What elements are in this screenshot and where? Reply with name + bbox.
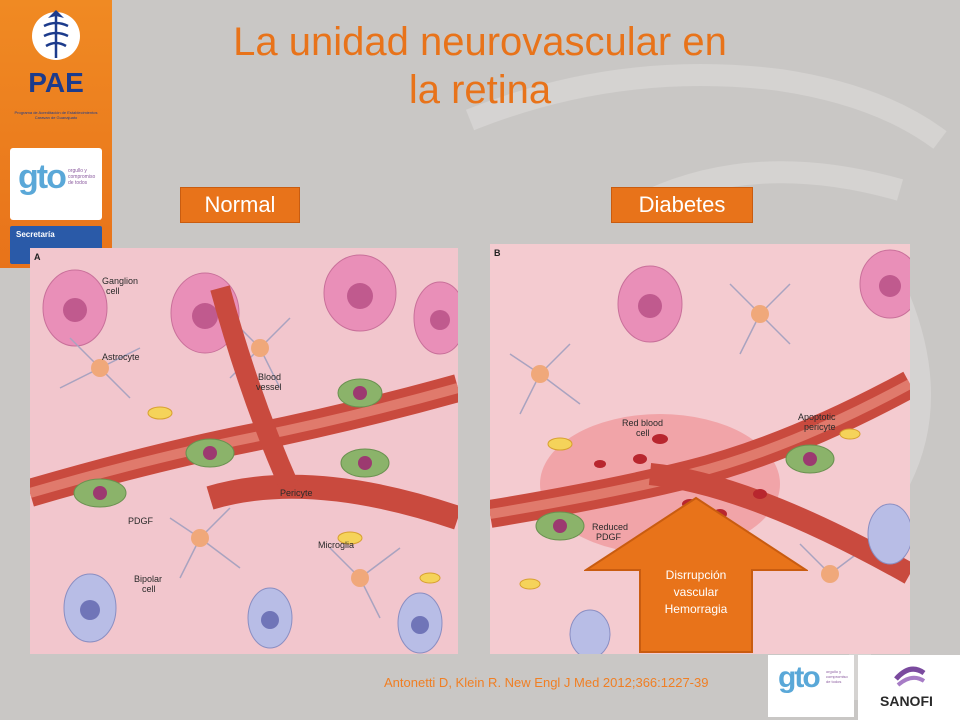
arrow-line-1: Disrrupción <box>665 568 727 582</box>
label-red-blood-cell: cell <box>636 428 650 438</box>
arrow-line-2: vascular <box>673 585 719 599</box>
title-line-2: la retina <box>408 68 552 112</box>
label-pdgf: PDGF <box>128 516 154 526</box>
sanofi-logo: SANOFI <box>858 655 960 720</box>
panel-a-letter: A <box>34 252 41 262</box>
pae-caption: Programa de Acreditación de Establecimie… <box>14 110 98 120</box>
pae-logo-text: PAE <box>28 67 84 98</box>
label-apoptotic-pericyte: pericyte <box>804 422 836 432</box>
gto-slogan: orgullo y compromiso de todos <box>68 168 96 186</box>
label-reduced-pdgf: PDGF <box>596 532 622 542</box>
secretaria-text: Secretaría <box>16 230 55 239</box>
normal-label: Normal <box>180 187 300 223</box>
label-apoptotic: Apoptotic <box>798 412 836 422</box>
label-ganglion-cell: cell <box>106 286 120 296</box>
label-vessel: vessel <box>256 382 282 392</box>
gto-logo-text: gto <box>18 158 67 196</box>
arrow-line-3: Hemorragia <box>664 602 728 616</box>
sanofi-text: SANOFI <box>880 693 933 709</box>
gto-logo: gto orgullo y compromiso de todos <box>10 148 102 220</box>
label-reduced: Reduced <box>592 522 628 532</box>
label-ganglion: Ganglion <box>102 276 138 286</box>
gto-footer-slogan: orgullo y compromiso de todos <box>826 669 848 684</box>
arrow-label: Disrrupción vascular Hemorragia <box>638 567 754 618</box>
gto-footer-logo: gto orgullo y compromiso de todos <box>768 655 854 717</box>
diabetes-label: Diabetes <box>611 187 753 223</box>
label-bipolar: Bipolar <box>134 574 162 584</box>
pae-logo-icon: PAE <box>28 10 84 98</box>
label-pericyte: Pericyte <box>280 488 313 498</box>
label-red-blood: Red blood <box>622 418 663 428</box>
sidebar-logo-panel: PAE Programa de Acreditación de Establec… <box>0 0 112 268</box>
sanofi-mark-icon <box>894 666 926 687</box>
citation: Antonetti D, Klein R. New Engl J Med 201… <box>384 675 709 690</box>
up-arrow-callout <box>584 496 808 653</box>
label-blood: Blood <box>258 372 281 382</box>
label-microglia: Microglia <box>318 540 354 550</box>
gto-footer-text: gto <box>778 661 821 694</box>
label-astrocyte: Astrocyte <box>102 352 140 362</box>
slide-title: La unidad neurovascular en la retina <box>140 18 820 114</box>
panel-b-letter: B <box>494 248 501 258</box>
label-bipolar-cell: cell <box>142 584 156 594</box>
normal-retina-illustration: A Ganglion cell Astrocyte Blood vessel P… <box>30 248 458 654</box>
title-line-1: La unidad neurovascular en <box>233 20 727 64</box>
